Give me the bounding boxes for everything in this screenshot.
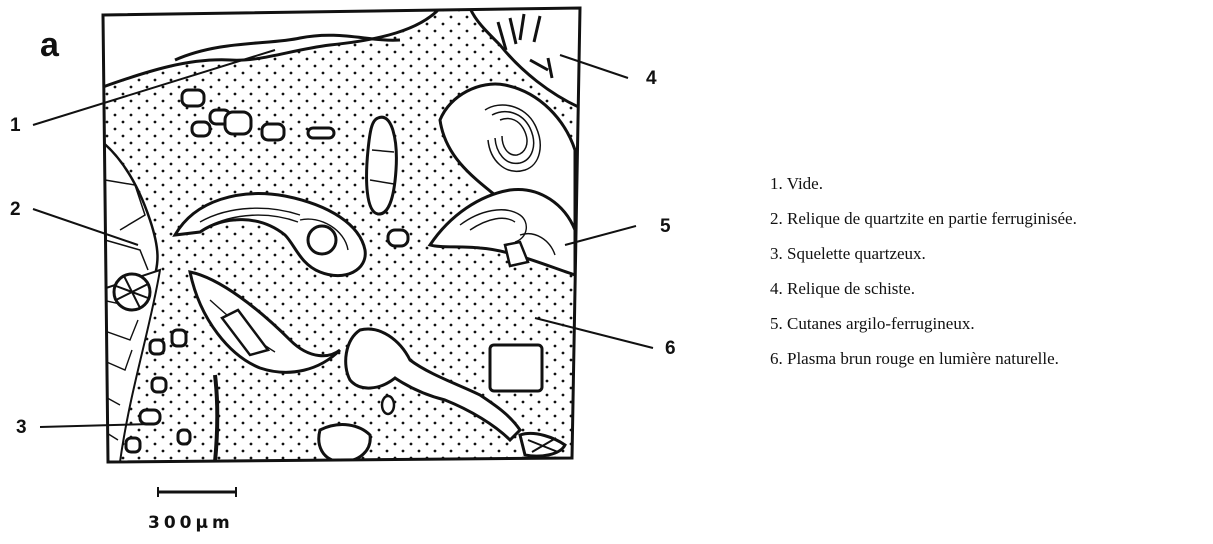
legend-item-3: 3. Squelette quartzeux. xyxy=(770,236,1210,271)
scale-bar-label: 300μm xyxy=(148,513,234,533)
legend-item-5: 5. Cutanes argilo-ferrugineux. xyxy=(770,306,1210,341)
callout-4: 4 xyxy=(646,68,657,89)
quartz-grain-elongated xyxy=(367,117,397,214)
legend-item-1: 1. Vide. xyxy=(770,166,1210,201)
void-rect xyxy=(490,345,542,391)
callout-3: 3 xyxy=(16,417,27,438)
thin-section-drawing xyxy=(100,8,585,462)
callout-6: 6 xyxy=(665,338,676,359)
callout-2: 2 xyxy=(10,199,21,220)
legend-item-6: 6. Plasma brun rouge en lumière naturell… xyxy=(770,341,1210,376)
scale-bar: 300μm xyxy=(148,487,236,533)
legend-item-2: 2. Relique de quartzite en partie ferrug… xyxy=(770,201,1210,236)
legend: 1. Vide. 2. Relique de quartzite en part… xyxy=(770,166,1210,376)
callout-1: 1 xyxy=(10,115,21,136)
callout-5: 5 xyxy=(660,216,671,237)
panel-label: a xyxy=(40,26,60,64)
legend-item-4: 4. Relique de schiste. xyxy=(770,271,1210,306)
